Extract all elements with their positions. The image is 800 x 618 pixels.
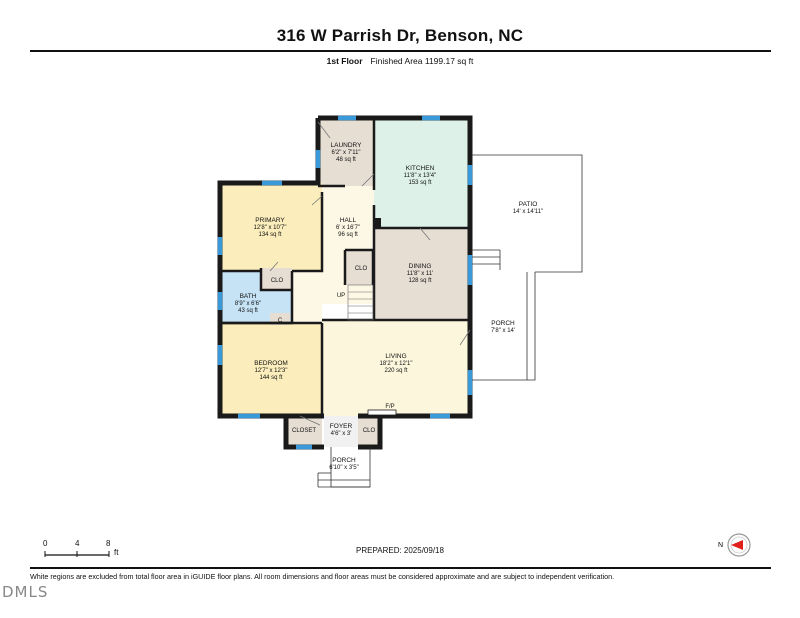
finished-area: Finished Area 1199.17 sq ft [370, 56, 474, 66]
front-porch-outline [317, 447, 371, 488]
living-name: LIVING [385, 353, 406, 360]
dining-dims: 11'8" x 11' [407, 271, 434, 277]
foyer-dims: 4'6" x 3' [331, 431, 352, 437]
primary-area: 134 sq ft [258, 232, 281, 238]
room-labels: LAUNDRY 6'2" x 7'11" 48 sq ft KITCHEN 11… [235, 142, 543, 471]
bedroom-name: BEDROOM [254, 360, 288, 367]
patio-name: PATIO [519, 201, 538, 208]
primary-name: PRIMARY [255, 217, 285, 224]
foyer-name: FOYER [330, 423, 353, 430]
watermark: DMLS [2, 583, 49, 601]
fireplace-label: F/P [385, 404, 394, 410]
fireplace [367, 409, 397, 416]
clo-hall-label: CLO [355, 266, 368, 272]
clo-primary-fill [261, 268, 292, 290]
patio-dims: 14' x 14'11" [513, 209, 543, 215]
dining-name: DINING [409, 263, 432, 270]
laundry-fill [318, 118, 374, 186]
compass-graphic: N [718, 533, 751, 557]
clo-hall-fill [345, 250, 373, 285]
laundry-dims: 6'2" x 7'11" [331, 150, 360, 156]
floor-subtitle: 1st Floor Finished Area 1199.17 sq ft [0, 56, 800, 66]
foyer-fill [324, 416, 358, 447]
bedroom-dims: 12'7" x 12'3" [255, 368, 288, 374]
primary-fill [220, 183, 322, 271]
compass-icon: N [718, 530, 758, 565]
kitchen-area: 153 sq ft [408, 180, 431, 186]
bath-c-label: C [278, 318, 283, 324]
scale-tick-8: 8 [106, 539, 111, 548]
porch-front-dims: 6'10" x 3'5" [329, 465, 359, 471]
hall-lower-fill [292, 271, 322, 323]
hall-dims: 6' x 16'7" [336, 225, 360, 231]
floor-name: 1st Floor [326, 56, 363, 66]
clo-primary-label: CLO [271, 278, 284, 284]
scale-unit: ft [114, 548, 119, 557]
hall-area: 96 sq ft [338, 232, 358, 238]
up-label: UP [337, 293, 345, 299]
porch-side-name: PORCH [491, 320, 515, 327]
scale-ruler [44, 551, 110, 557]
porch-front-name: PORCH [332, 457, 356, 464]
clo-foyer-fill [358, 416, 380, 445]
windows [217, 115, 473, 450]
side-porch-outline [472, 272, 536, 381]
clo-foyer-label: CLO [363, 428, 376, 434]
closet-label: CLOSET [292, 428, 316, 434]
bedroom-fill [220, 323, 322, 416]
primary-dims: 12'8" x 10'7" [254, 225, 287, 231]
dining-area: 128 sq ft [408, 278, 431, 284]
scale-tick-4: 4 [75, 539, 80, 548]
footer-rule [30, 567, 771, 569]
footnote: White regions are excluded from total fl… [30, 572, 615, 581]
kitchen-dims: 11'8" x 13'4" [404, 173, 436, 179]
kitchen-name: KITCHEN [406, 165, 435, 172]
bedroom-area: 144 sq ft [259, 375, 282, 381]
scale-tick-0: 0 [43, 539, 48, 548]
page-title: 316 W Parrish Dr, Benson, NC [276, 26, 524, 45]
living-area: 220 sq ft [384, 368, 407, 374]
bath-dims: 8'9" x 6'6" [235, 301, 261, 307]
laundry-name: LAUNDRY [331, 142, 363, 149]
porch-side-dims: 7'8" x 14' [491, 328, 515, 334]
chimney-block [373, 218, 381, 228]
title-rule [30, 50, 771, 52]
laundry-area: 48 sq ft [336, 157, 356, 163]
doors [269, 121, 471, 433]
bath-area: 43 sq ft [238, 308, 258, 314]
kitchen-fill [374, 118, 470, 228]
closet-fill [286, 416, 322, 445]
bath-name: BATH [240, 293, 257, 300]
dining-fill [374, 228, 470, 320]
living-fill [322, 320, 470, 416]
patio-outline [472, 154, 583, 273]
stairs [347, 284, 374, 321]
prepared-date: PREPARED: 2025/09/18 [356, 546, 444, 555]
hall-name: HALL [340, 217, 357, 224]
compass-letter: N [718, 542, 723, 549]
living-dims: 18'2" x 12'1" [380, 361, 413, 367]
